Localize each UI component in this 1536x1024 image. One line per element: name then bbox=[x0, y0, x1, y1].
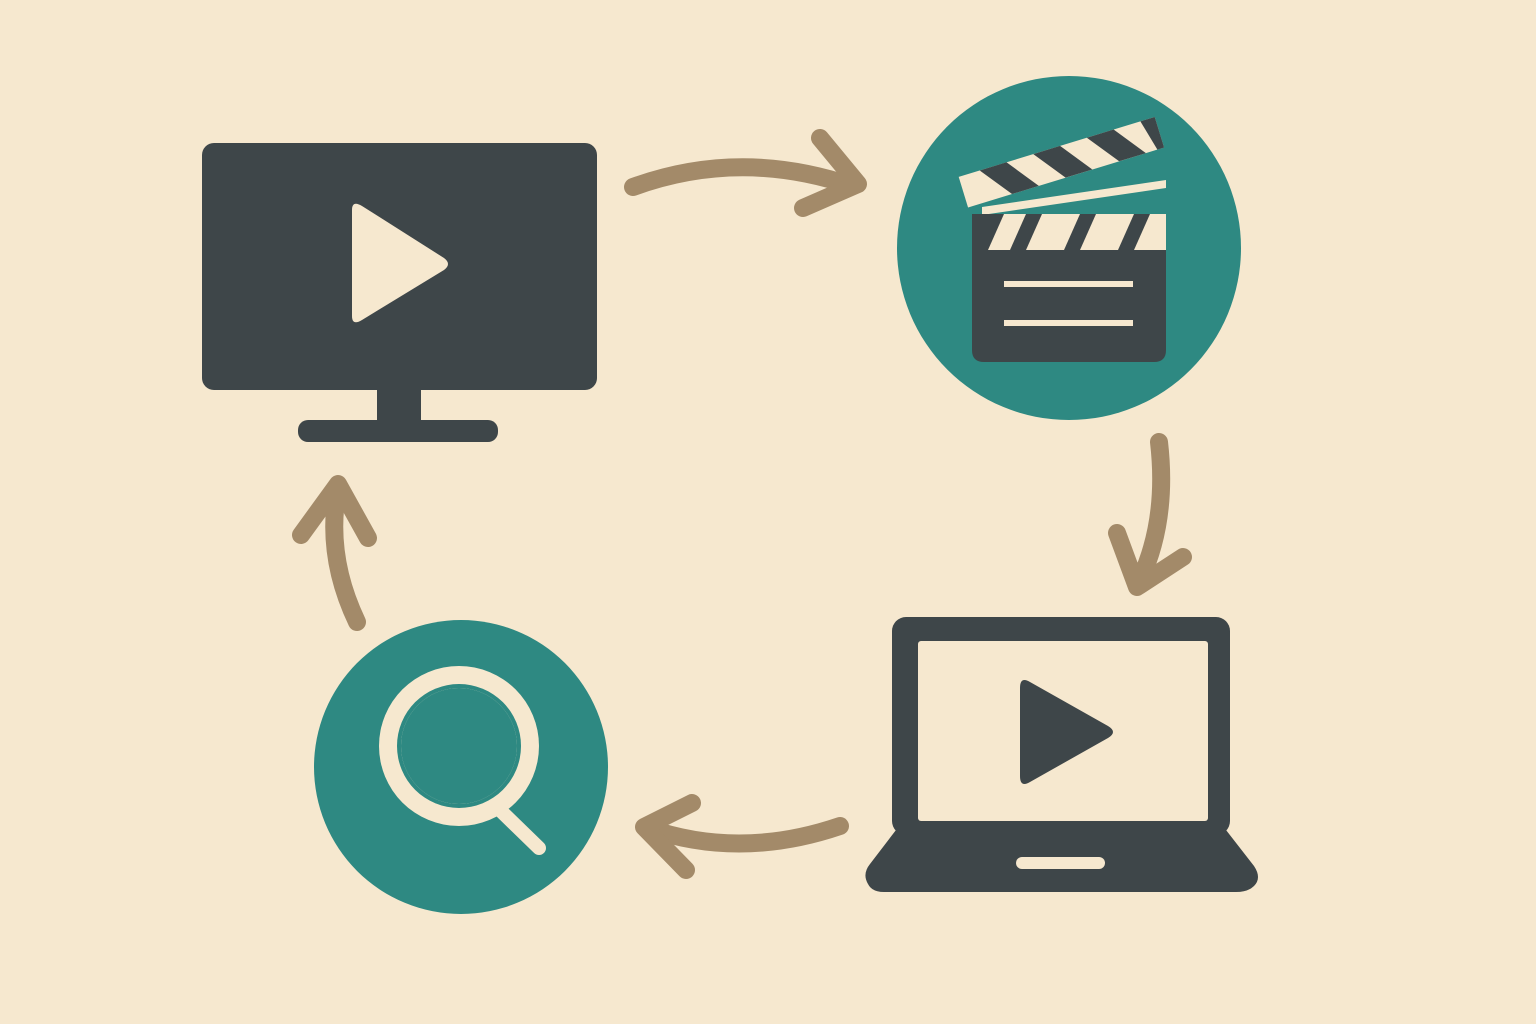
clapper-board-body bbox=[972, 250, 1166, 362]
magnifying-glass-icon bbox=[314, 620, 608, 914]
arrow-laptop-to-search bbox=[635, 794, 849, 879]
clapper-stripe bbox=[1064, 214, 1096, 250]
flow-arrows bbox=[292, 129, 1192, 879]
tv-stand-base bbox=[298, 420, 498, 442]
laptop-trackpad bbox=[1016, 857, 1105, 869]
tv-stand-neck bbox=[377, 388, 421, 422]
laptop-play-icon bbox=[865, 617, 1258, 892]
clapperboard-icon bbox=[897, 76, 1241, 420]
clapper-top-arm bbox=[958, 116, 1165, 208]
clapper-stripe bbox=[972, 214, 1004, 250]
tv-play-triangle bbox=[352, 203, 448, 323]
television-play-icon bbox=[202, 143, 597, 442]
magnifier-handle bbox=[495, 805, 546, 855]
clapper-stripe bbox=[1010, 214, 1042, 250]
arrow-tv-to-clapperboard bbox=[624, 129, 867, 217]
laptop-play-triangle bbox=[1020, 680, 1113, 784]
clapper-line bbox=[1004, 281, 1133, 287]
magnifier-lens-fill bbox=[401, 688, 517, 804]
arrow-search-to-tv bbox=[292, 475, 377, 631]
clapper-stripe bbox=[1118, 214, 1150, 250]
clapper-hinge bbox=[982, 180, 1166, 215]
clapper-line bbox=[1004, 320, 1133, 326]
arrow-clapperboard-to-laptop bbox=[1108, 433, 1192, 596]
